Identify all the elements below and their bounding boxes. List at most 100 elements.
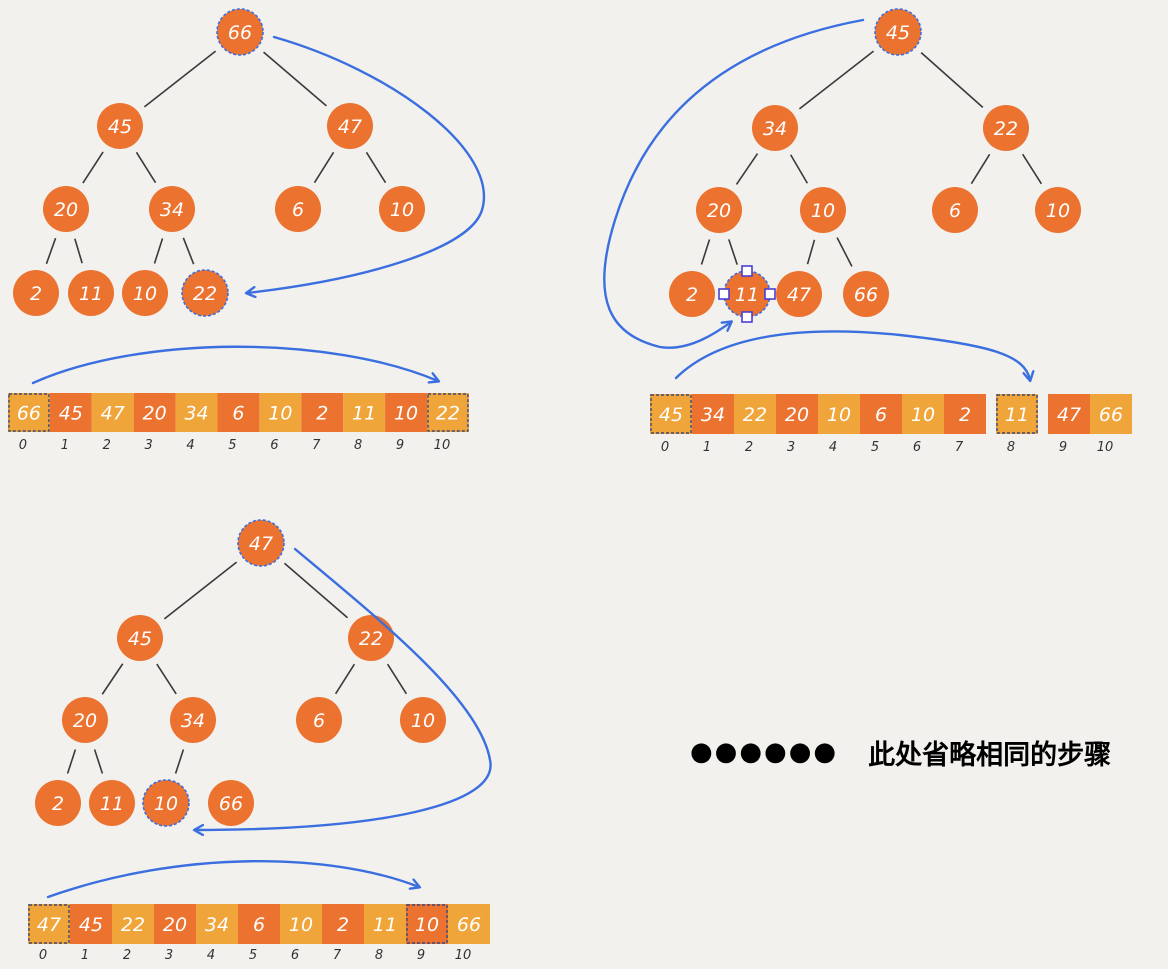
selection-handle bbox=[764, 288, 776, 300]
array-cell-value: 66 bbox=[1099, 404, 1123, 426]
heap-node bbox=[117, 615, 163, 661]
heap-node-value: 34 bbox=[763, 118, 787, 140]
tree-edge bbox=[728, 239, 738, 265]
heap-node-value: 6 bbox=[949, 200, 961, 222]
array-index: 8 bbox=[375, 948, 383, 963]
tree-edge bbox=[789, 154, 809, 184]
selection-handle bbox=[741, 265, 753, 277]
array-cell bbox=[133, 393, 176, 432]
tree-edge bbox=[82, 151, 104, 184]
array-cell bbox=[301, 393, 344, 432]
selection-handle bbox=[718, 288, 730, 300]
heap-node bbox=[348, 615, 394, 661]
array-cell-value: 22 bbox=[121, 914, 145, 936]
array-cell bbox=[734, 394, 776, 434]
heap-node-value: 11 bbox=[100, 793, 124, 815]
tree-edge bbox=[101, 663, 124, 695]
heap-node bbox=[776, 271, 822, 317]
heap-node bbox=[983, 105, 1029, 151]
heap-node bbox=[327, 103, 373, 149]
array-cell-value: 22 bbox=[743, 404, 767, 426]
array-cell bbox=[427, 393, 469, 432]
array-index: 4 bbox=[186, 438, 194, 453]
heap-node bbox=[379, 186, 425, 232]
array-cell bbox=[364, 904, 406, 944]
heap-node bbox=[89, 780, 135, 826]
array-cell bbox=[259, 393, 302, 432]
heap-node bbox=[669, 271, 715, 317]
array-index: 7 bbox=[333, 948, 342, 963]
tree-edge bbox=[263, 51, 327, 107]
array-cell-value: 10 bbox=[415, 914, 439, 936]
array-cell bbox=[217, 393, 260, 432]
heap-node bbox=[216, 8, 264, 56]
heap-node bbox=[62, 697, 108, 743]
array-index: 8 bbox=[1007, 440, 1015, 455]
array-index: 10 bbox=[455, 948, 472, 963]
heap-node bbox=[752, 105, 798, 151]
array-cell-value: 20 bbox=[143, 403, 167, 425]
array-cell-value: 47 bbox=[101, 403, 125, 425]
array-index: 6 bbox=[913, 440, 921, 455]
array-cell-highlight bbox=[28, 904, 70, 944]
array-cell bbox=[406, 904, 448, 944]
array-index: 0 bbox=[661, 440, 669, 455]
heap-node bbox=[170, 697, 216, 743]
array-index: 5 bbox=[249, 948, 257, 963]
array-cell bbox=[154, 904, 196, 944]
heap-node-value: 2 bbox=[30, 283, 42, 305]
array-index: 7 bbox=[955, 440, 964, 455]
array-index: 5 bbox=[871, 440, 879, 455]
tree-edge bbox=[45, 237, 57, 265]
heap-node-value: 20 bbox=[73, 710, 97, 732]
heap-node bbox=[97, 103, 143, 149]
swap-arrow bbox=[195, 547, 492, 830]
heap-node bbox=[68, 270, 114, 316]
heap-node-value: 2 bbox=[52, 793, 64, 815]
array-cell-value: 66 bbox=[17, 403, 41, 425]
array-index: 6 bbox=[270, 438, 278, 453]
heap-node-value: 45 bbox=[108, 116, 132, 138]
array-cell-value: 10 bbox=[911, 404, 935, 426]
tree-edge bbox=[970, 153, 991, 185]
heap-node-value: 34 bbox=[160, 199, 184, 221]
heap-node-value: 47 bbox=[787, 284, 811, 306]
array-cell bbox=[322, 904, 364, 944]
heap-node bbox=[1035, 187, 1081, 233]
array-cell-value: 66 bbox=[457, 914, 481, 936]
array-cell-value: 2 bbox=[959, 404, 971, 426]
swap-arrow bbox=[31, 345, 438, 385]
array-cell-value: 45 bbox=[59, 403, 83, 425]
array-cell-highlight bbox=[427, 393, 469, 432]
array-index: 3 bbox=[165, 948, 173, 963]
array-cell-value: 10 bbox=[394, 403, 418, 425]
heap-node-value: 47 bbox=[249, 533, 273, 555]
array-cell-value: 20 bbox=[785, 404, 809, 426]
heap-node-value: 22 bbox=[994, 118, 1018, 140]
heap-node bbox=[181, 269, 229, 317]
array-cell bbox=[91, 393, 134, 432]
heap-node-value: 10 bbox=[390, 199, 414, 221]
tree-edge bbox=[182, 237, 195, 265]
swap-arrow bbox=[603, 18, 865, 349]
tree-edge bbox=[156, 663, 177, 695]
array-index: 8 bbox=[354, 438, 362, 453]
array-index: 9 bbox=[417, 948, 425, 963]
tree-edge bbox=[798, 50, 875, 110]
tree-edge bbox=[806, 239, 816, 265]
heap-node bbox=[122, 270, 168, 316]
array-cell bbox=[49, 393, 92, 432]
array-cell-value: 11 bbox=[373, 914, 397, 936]
heap-node bbox=[35, 780, 81, 826]
array-index: 2 bbox=[745, 440, 753, 455]
heap-node-value: 10 bbox=[133, 283, 157, 305]
array-cell-value: 2 bbox=[337, 914, 349, 936]
tree-edge bbox=[365, 151, 387, 184]
heap-node-value: 45 bbox=[886, 22, 910, 44]
array-cell-highlight bbox=[996, 394, 1038, 434]
tree-edge bbox=[700, 239, 711, 265]
